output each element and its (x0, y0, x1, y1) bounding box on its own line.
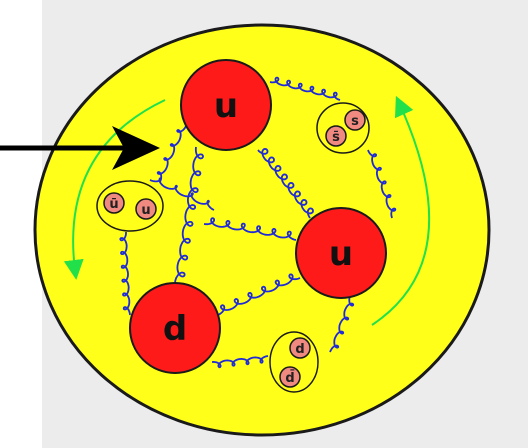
valence-quark-label: u (329, 234, 353, 274)
valence-quark-top-u: u (180, 59, 272, 151)
sea-quark-label: ū (109, 197, 118, 212)
rotation-arrow-right-icon (371, 95, 431, 326)
sea-quark-label: d (295, 342, 304, 357)
gluon-spring (217, 273, 301, 316)
sea-pair-d: d d̄ (269, 331, 319, 393)
gluon-spring (119, 232, 131, 316)
sea-quark-label: s (351, 114, 359, 129)
pointer-arrow-icon (0, 126, 160, 170)
sea-antiquark-label: d̄ (285, 370, 294, 386)
gluon-spring (367, 149, 397, 219)
gluon-spring (269, 76, 341, 101)
sea-pair-s: s s̄ (316, 102, 370, 154)
rotation-arrow-left-icon (63, 99, 166, 280)
sea-pair-u: ū u (96, 180, 164, 232)
gluon-spring (174, 146, 204, 283)
gluon-spring (203, 217, 297, 241)
sea-antiquark-label: s̄ (332, 130, 340, 145)
valence-quark-label: d (163, 309, 187, 349)
sea-antiquark-label: u (141, 203, 150, 218)
gluon-spring (149, 177, 215, 211)
valence-quark-label: u (214, 86, 238, 126)
gluon-spring (211, 355, 269, 369)
gluon-spring (257, 147, 314, 219)
gluon-spring (156, 125, 187, 183)
gluon-spring (329, 295, 355, 353)
valence-quark-bottom-d: d (129, 282, 221, 374)
gluon-springs (119, 76, 397, 369)
valence-quark-right-u: u (295, 207, 387, 299)
